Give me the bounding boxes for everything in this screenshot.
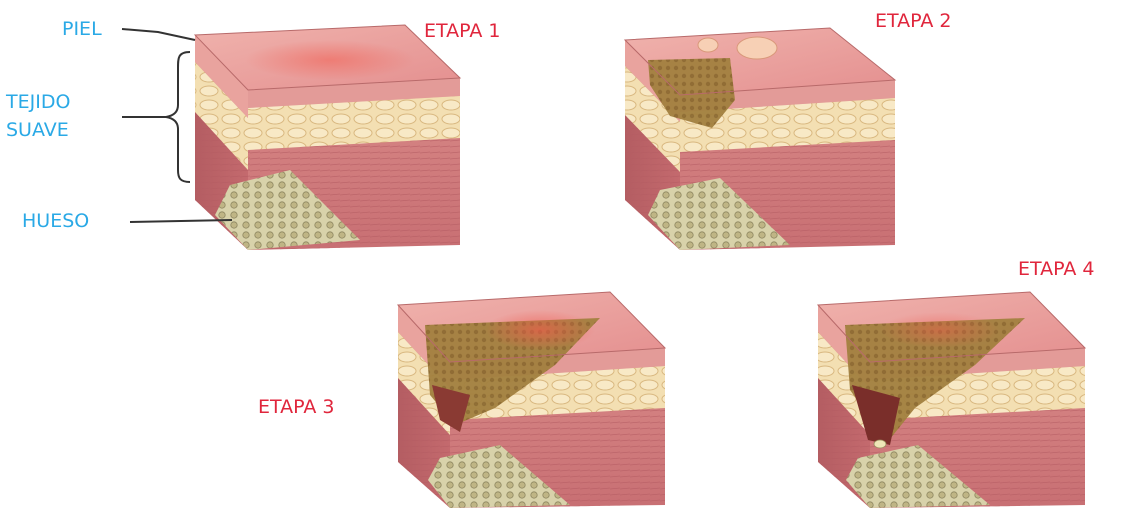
skin-leader-line <box>122 29 195 40</box>
exposed-bone-dot <box>874 440 886 448</box>
soft-tissue-label-line1: TEJIDO <box>6 88 70 116</box>
blister <box>698 38 718 52</box>
blister <box>737 37 777 59</box>
bone-leader-line <box>130 220 232 222</box>
tissue-block-stage-1 <box>195 25 460 250</box>
stage-2-label: ETAPA 2 <box>875 12 952 31</box>
tissue-block-stage-3 <box>398 292 665 508</box>
soft-tissue-label-line2: SUAVE <box>6 116 70 144</box>
bone-label: HUESO <box>22 212 89 231</box>
soft-tissue-label: TEJIDO SUAVE <box>6 88 70 144</box>
stage-3-label: ETAPA 3 <box>258 398 335 417</box>
stage-1-label: ETAPA 1 <box>424 22 501 41</box>
skin-label: PIEL <box>62 20 102 39</box>
tissue-block-stage-2 <box>625 28 895 250</box>
tissue-block-stage-4 <box>818 292 1085 508</box>
stage-4-label: ETAPA 4 <box>1018 260 1095 279</box>
soft-tissue-bracket <box>166 52 190 182</box>
